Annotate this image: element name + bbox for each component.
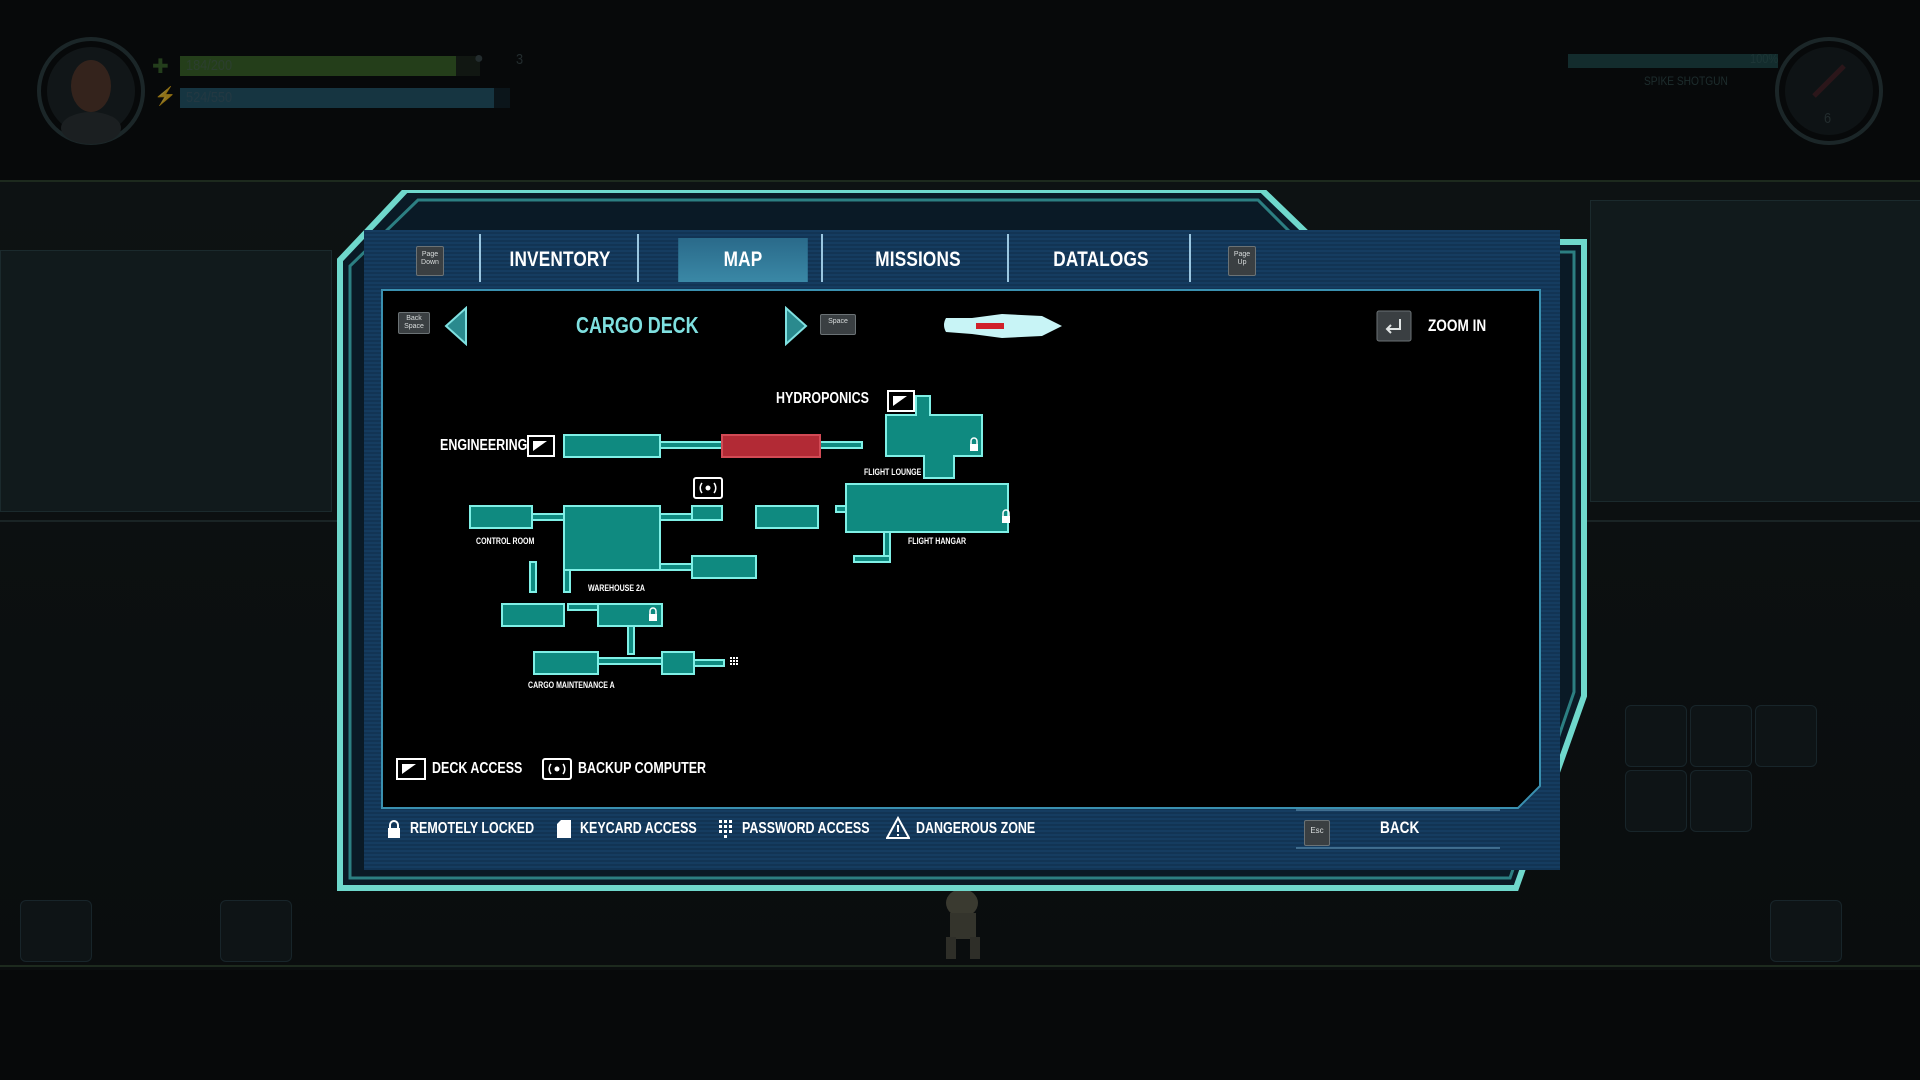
hydroponics-label: HYDROPONICS: [776, 390, 869, 407]
backup-computer-legend: BACKUP COMPUTER: [578, 760, 707, 777]
background-crate: [20, 900, 92, 962]
flight-hangar-room: [845, 483, 1009, 533]
hud-weapon-status: 100% SPIKE SHOTGUN 6: [1560, 36, 1890, 146]
deck-name: CARGO DECK: [576, 312, 699, 338]
keycard-access-legend: KEYCARD ACCESS: [580, 820, 697, 837]
background-crate: [1770, 900, 1842, 962]
weapon-integrity-bar: [1568, 54, 1778, 68]
floor-line: [0, 965, 1920, 967]
prev-deck-arrow-icon[interactable]: [444, 306, 470, 346]
small-room: [691, 505, 723, 521]
space-key[interactable]: Space: [820, 314, 856, 335]
esc-key[interactable]: Esc: [1304, 820, 1330, 846]
back-button[interactable]: BACK: [1380, 818, 1420, 837]
corridor: [531, 513, 565, 521]
backup-computer-icon: [693, 477, 723, 499]
deck-access-icon: [527, 435, 555, 457]
flight-lounge-label: FLIGHT LOUNGE: [864, 467, 922, 477]
dangerous-zone-legend: DANGEROUS ZONE: [916, 820, 1036, 837]
corridor: [529, 561, 537, 593]
next-deck-arrow-icon[interactable]: [782, 306, 808, 346]
corridor: [659, 441, 723, 449]
cargo-maintenance-label: CARGO MAINTENANCE A: [528, 680, 615, 690]
background-crate: [220, 900, 292, 962]
ship-deck-overview-icon: [944, 314, 1062, 338]
engineering-label: ENGINEERING: [440, 437, 528, 454]
corridor: [627, 623, 635, 655]
energy-bar: [180, 88, 510, 108]
weapon-name: SPIKE SHOTGUN: [1644, 74, 1728, 88]
warning-legend-icon: [886, 816, 910, 839]
ammo-count: 6: [1824, 110, 1832, 127]
lock-icon: [970, 437, 978, 451]
flight-hangar-label: FLIGHT HANGAR: [908, 536, 967, 546]
player-portrait: [37, 37, 145, 145]
energy-icon: ⚡: [154, 86, 177, 106]
background-shelf-right: [1590, 200, 1920, 502]
weapon-ring: [1775, 37, 1883, 145]
warehouse-2a-room: [563, 505, 661, 571]
tab-inventory[interactable]: INVENTORY: [509, 248, 611, 271]
background-crate: [1625, 770, 1687, 832]
password-access-legend: PASSWORD ACCESS: [742, 820, 870, 837]
corridor: [659, 563, 693, 571]
background-crate: [1755, 705, 1817, 767]
weapon-integrity: 100%: [1750, 51, 1779, 66]
tab-datalogs[interactable]: DATALOGS: [1053, 248, 1149, 271]
lock-icon: [649, 607, 657, 621]
lock-legend-icon: [388, 820, 400, 838]
background-crate: [1625, 705, 1687, 767]
lock-icon: [1002, 509, 1010, 523]
tab-missions[interactable]: MISSIONS: [875, 248, 961, 271]
ceiling-line: [0, 180, 1920, 182]
grenade-icon: ●: [474, 50, 484, 67]
energy-value: 524/550: [186, 89, 233, 106]
control-room: [469, 505, 533, 529]
page-up-key[interactable]: Page Up: [1228, 246, 1256, 276]
password-legend-icon: [719, 820, 732, 838]
cargo-maintenance-a-room: [533, 651, 599, 675]
warehouse-label: WAREHOUSE 2A: [588, 583, 645, 593]
control-room-label: CONTROL ROOM: [476, 536, 535, 546]
keycard-legend-icon: [557, 820, 571, 838]
background-shelf-left: [0, 250, 332, 512]
energy-bar-fill: [180, 88, 494, 108]
storage-room: [691, 555, 757, 579]
background-crate: [1690, 770, 1752, 832]
hud-player-status: ✚ 184/200 ⚡ 524/550 ● 3: [36, 36, 556, 146]
remotely-locked-legend: REMOTELY LOCKED: [410, 820, 535, 837]
backspace-key[interactable]: Back Space: [398, 312, 430, 334]
page-down-key[interactable]: Page Down: [416, 246, 444, 276]
map-menu-panel: Page Down INVENTORY MAP MISSIONS DATALOG…: [336, 190, 1588, 892]
background-crate: [1690, 705, 1752, 767]
junction-room: [755, 505, 819, 529]
tab-map[interactable]: MAP: [678, 238, 808, 282]
player-character: [946, 889, 980, 959]
health-value: 184/200: [186, 57, 233, 74]
health-bar: [180, 56, 480, 76]
zoom-in-label[interactable]: ZOOM IN: [1428, 316, 1487, 335]
password-keypad-icon: [730, 657, 738, 665]
corridor: [819, 441, 863, 449]
corridor: [853, 555, 891, 563]
deck-access-legend-icon: [396, 758, 426, 780]
health-icon: ✚: [152, 56, 169, 78]
deck-map: [469, 390, 1010, 675]
locked-room: [597, 603, 663, 627]
grenade-count: 3: [516, 51, 524, 68]
storage-room: [661, 651, 695, 675]
corridor: [567, 603, 601, 611]
deck-access-legend: DECK ACCESS: [432, 760, 523, 777]
corridor: [693, 659, 725, 667]
storage-room: [501, 603, 565, 627]
danger-room: [721, 434, 821, 458]
backup-computer-legend-icon: [542, 758, 572, 780]
health-bar-fill: [180, 56, 456, 76]
engineering-room: [563, 434, 661, 458]
corridor: [597, 657, 663, 665]
deck-access-icon: [887, 390, 915, 412]
flight-lounge-room: [885, 395, 983, 479]
enter-key-icon[interactable]: [1376, 310, 1412, 342]
corridor: [659, 513, 693, 521]
